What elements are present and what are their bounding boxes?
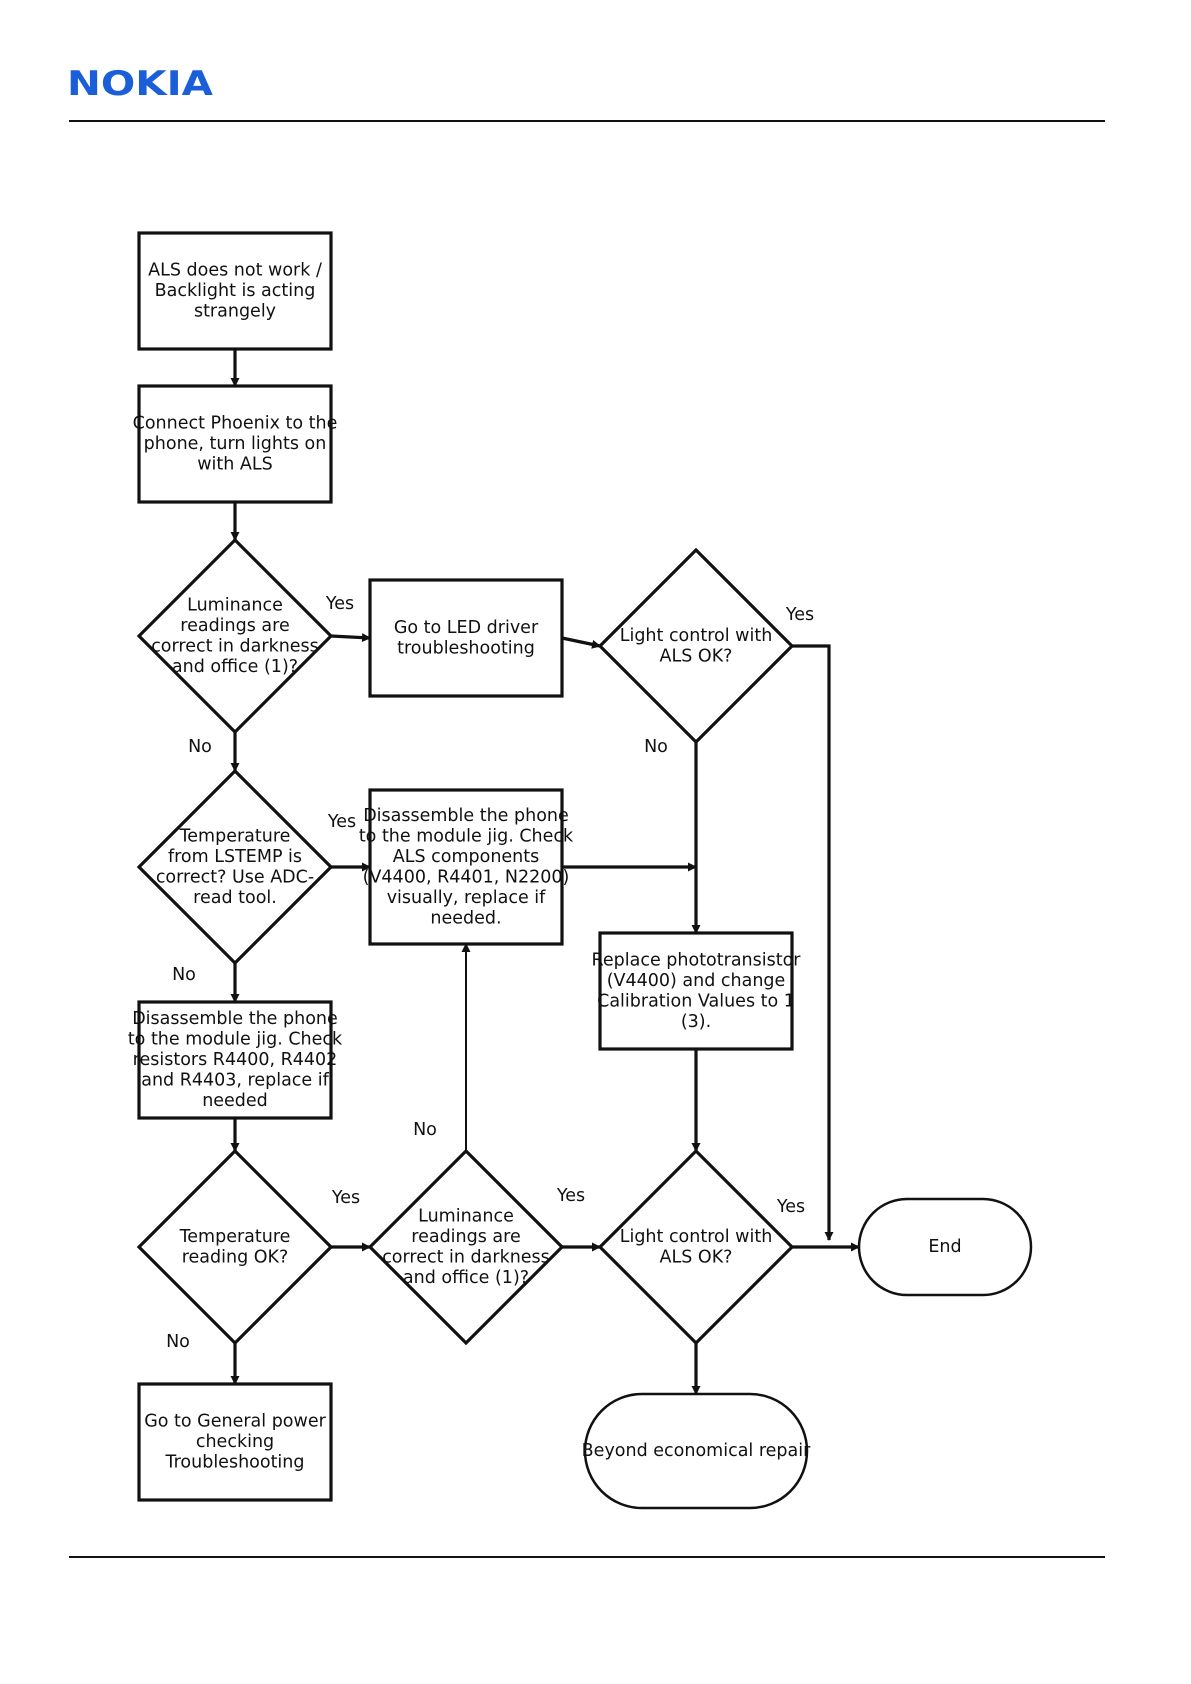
flow-edge-led-to-light1 <box>561 636 601 649</box>
flow-node-light1-line: ALS OK? <box>660 646 733 666</box>
footer-rule <box>69 1556 1105 1558</box>
flow-node-lum1-line: and office (1)? <box>172 657 298 677</box>
flow-node-general-shape <box>137 1382 333 1502</box>
flow-node-replace-line: (V4400) and change <box>607 971 786 991</box>
flow-node-start-line: Backlight is acting <box>155 281 316 301</box>
flow-edge-label-yes: Yes <box>325 594 354 614</box>
flow-node-start-line: strangely <box>194 302 276 322</box>
flow-node-ber-shape <box>583 1392 809 1510</box>
flow-node-disas1-line: to the module jig. Check <box>359 826 574 846</box>
flow-node-lum1-shape <box>136 537 334 735</box>
flow-node-start-line: ALS does not work / <box>148 261 322 281</box>
flow-node-temp2-line: Temperature <box>179 1227 291 1247</box>
flow-node-lum2-line: readings are <box>411 1227 520 1247</box>
flow-node-lum2-shape <box>367 1148 565 1346</box>
flow-edge-lum1-to-led <box>330 633 371 643</box>
flow-edge-label-no: No <box>413 1120 437 1140</box>
flow-node-general-line: Troubleshooting <box>164 1453 304 1473</box>
flow-node-disas2-line: Disassemble the phone <box>132 1009 338 1029</box>
nokia-logo-text: NOKIA <box>67 66 213 98</box>
flow-node-general: Go to General powercheckingTroubleshooti… <box>137 1382 333 1502</box>
flow-node-lum1-line: Luminance <box>187 595 283 615</box>
flow-node-temp1-line: correct? Use ADC- <box>156 867 314 887</box>
flow-node-light2-line: Light control with <box>620 1227 773 1247</box>
flow-node-disas2-line: needed <box>202 1091 268 1111</box>
flow-node-replace-line: Calibration Values to 1 <box>597 991 795 1011</box>
flow-node-replace: Replace phototransistor(V4400) and chang… <box>592 931 802 1051</box>
flow-node-light2-shape <box>597 1148 795 1346</box>
flow-node-end-line: End <box>928 1237 961 1257</box>
flow-node-lum1-line: readings are <box>180 616 289 636</box>
flow-edge-label-no: No <box>644 737 668 757</box>
flow-edge-label-no: No <box>166 1332 190 1352</box>
flow-node-start-shape <box>137 231 333 351</box>
flow-node-temp2-shape <box>136 1148 334 1346</box>
flow-node-replace-line: Replace phototransistor <box>592 950 802 970</box>
flow-node-disas1-line: (V4400, R4401, N2200) <box>363 867 570 887</box>
flow-edge-label-yes: Yes <box>556 1186 585 1206</box>
flow-node-replace-shape <box>598 931 794 1051</box>
flow-node-ber: Beyond economical repair <box>582 1392 811 1510</box>
flow-edge-label-yes: Yes <box>776 1197 805 1217</box>
flow-node-disas1-line: Disassemble the phone <box>363 806 569 826</box>
flow-node-end: End <box>857 1197 1033 1297</box>
flow-node-temp1-line: Temperature <box>179 826 291 846</box>
flow-node-disas2-shape <box>137 1000 333 1120</box>
flow-node-connect-shape <box>137 384 333 504</box>
flow-node-connect-line: Connect Phoenix to the <box>133 414 338 434</box>
flow-node-light2-line: ALS OK? <box>660 1247 733 1267</box>
flow-node-light1-shape <box>597 547 795 745</box>
flow-node-disas2-line: and R4403, replace if <box>141 1071 329 1091</box>
flow-node-ber-line: Beyond economical repair <box>582 1441 811 1461</box>
flow-node-lum2-line: correct in darkness <box>382 1247 550 1267</box>
flow-node-disas1-line: ALS components <box>393 847 540 867</box>
flow-node-replace-line: (3). <box>681 1012 711 1032</box>
flow-edge-label-yes: Yes <box>785 605 814 625</box>
flow-node-disas1-line: needed. <box>430 908 501 928</box>
flow-node-lum1-line: correct in darkness <box>151 636 319 656</box>
flow-node-lum2-line: and office (1)? <box>403 1268 529 1288</box>
flow-edge-label-yes: Yes <box>331 1188 360 1208</box>
flow-node-start: ALS does not work /Backlight is actingst… <box>137 231 333 351</box>
flow-node-lum2-line: Luminance <box>418 1206 514 1226</box>
flow-node-light1-line: Light control with <box>620 626 773 646</box>
flow-node-temp1-line: read tool. <box>193 888 277 908</box>
header-rule <box>69 120 1105 122</box>
flow-edge-light1-to-end <box>792 644 834 1241</box>
flow-node-connect-line: phone, turn lights on <box>144 434 327 454</box>
flow-node-disas1-line: visually, replace if <box>387 888 546 908</box>
flow-node-general-line: Go to General power <box>144 1412 326 1432</box>
flow-node-disas2-line: resistors R4400, R4402 <box>133 1050 338 1070</box>
flow-node-end-shape <box>857 1197 1033 1297</box>
flow-node-connect-line: with ALS <box>197 455 273 475</box>
nokia-logo: NOKIA <box>67 66 213 98</box>
flow-node-general-line: checking <box>196 1432 274 1452</box>
flow-node-led-line: Go to LED driver <box>394 618 539 638</box>
flow-node-led-line: troubleshooting <box>397 638 535 658</box>
flow-node-led-shape <box>368 578 564 698</box>
flow-edge-label-yes: Yes <box>327 812 356 832</box>
flow-edge-label-no: No <box>172 965 196 985</box>
flow-node-disas2-line: to the module jig. Check <box>128 1030 343 1050</box>
flow-node-temp1-line: from LSTEMP is <box>168 847 302 867</box>
flow-edge-label-no: No <box>188 737 212 757</box>
flow-node-temp2-line: reading OK? <box>182 1247 289 1267</box>
flow-node-temp1-shape <box>136 768 334 966</box>
flow-node-disas1-shape <box>368 788 564 946</box>
